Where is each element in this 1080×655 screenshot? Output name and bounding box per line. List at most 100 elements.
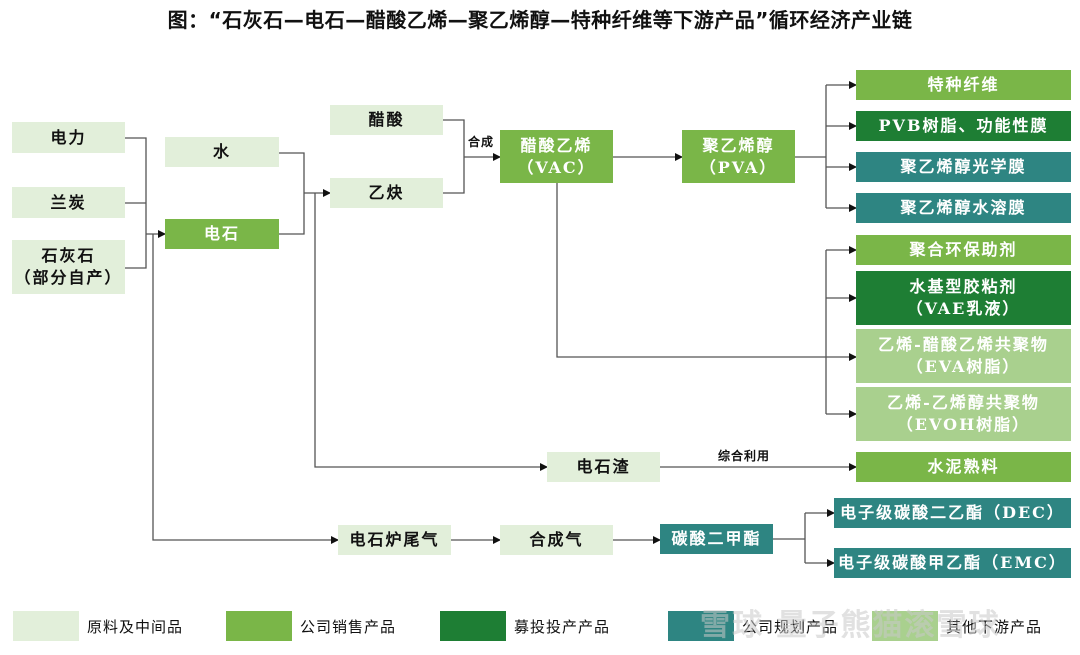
node-water[interactable]: 水 [165, 137, 279, 167]
node-cement-clinker[interactable]: 水泥熟料 [856, 452, 1071, 482]
node-syngas[interactable]: 合成气 [500, 525, 613, 555]
legend-label-raw: 原料及中间品 [87, 617, 184, 636]
node-label-line: 电子级碳酸二乙酯（DEC） [840, 503, 1065, 522]
node-label-line: 乙烯-乙烯醇共聚物 [887, 393, 1040, 412]
node-label-line: 电石 [203, 224, 240, 243]
node-vae[interactable]: 水基型胶粘剂 （VAE乳液） [856, 271, 1071, 325]
node-acetylene[interactable]: 乙炔 [330, 178, 443, 208]
node-label-line: PVB树脂、功能性膜 [878, 116, 1049, 135]
edge-power-to-hub [125, 137, 147, 234]
node-calcium-carbide[interactable]: 电石 [165, 219, 279, 249]
edge-carbide-to-slag [314, 193, 548, 471]
node-label: 水 [213, 141, 231, 163]
node-semi-coke[interactable]: 兰炭 [12, 187, 125, 218]
legend-item-raw: 原料及中间品 [13, 611, 183, 641]
edge-water-to-hub [279, 152, 305, 235]
node-vac[interactable]: 醋酸乙烯（VAC） [500, 130, 613, 183]
node-label-line: 乙炔 [368, 183, 405, 202]
node-label-line: （部分自产） [14, 268, 123, 287]
node-furnace-tail-gas[interactable]: 电石炉尾气 [338, 525, 451, 555]
node-label-line: （EVOH树脂） [896, 415, 1031, 434]
legend-swatch-plan [668, 611, 734, 641]
node-label: 碳酸二甲酯 [671, 528, 761, 550]
node-limestone[interactable]: 石灰石 （部分自产） [12, 240, 125, 294]
node-label-line: 聚乙烯醇光学膜 [900, 157, 1027, 176]
legend-label-sale: 公司销售产品 [300, 617, 397, 636]
node-label: 兰炭 [50, 192, 86, 214]
node-label-line: 电力 [50, 127, 87, 147]
legend-swatch-sale [226, 611, 292, 641]
edge-vac-bus [556, 183, 827, 414]
node-label: 合成气 [529, 529, 583, 551]
node-label: 水泥熟料 [927, 456, 999, 478]
node-label: 电子级碳酸二乙酯（DEC） [840, 502, 1065, 524]
node-label-line: 聚乙烯醇水溶膜 [900, 198, 1027, 217]
node-power[interactable]: 电力 [12, 122, 125, 153]
node-label-line: 水 [212, 142, 231, 161]
node-label: 聚乙烯醇水溶膜 [900, 197, 1026, 219]
legend-item-fund: 募投投产产品 [440, 611, 610, 641]
node-label: 聚乙烯醇（PVA） [700, 135, 778, 179]
node-dmc[interactable]: 碳酸二甲酯 [660, 524, 773, 554]
node-label: 电石炉尾气 [349, 529, 439, 551]
node-pva-optical-film[interactable]: 聚乙烯醇光学膜 [856, 152, 1071, 182]
node-label-line: 石灰石 [41, 246, 96, 265]
node-label-line: 电石炉尾气 [349, 530, 440, 549]
node-label: 醋酸乙烯（VAC） [517, 135, 595, 179]
node-label: 醋酸 [368, 109, 404, 131]
node-label: 电石 [204, 223, 240, 245]
legend-swatch-fund [440, 611, 506, 641]
node-label-line: 聚乙烯醇 [702, 135, 775, 155]
edge-label-synthesis: 合成 [468, 135, 495, 149]
legend-label-plan: 公司规划产品 [742, 617, 839, 636]
node-label-line: 醋酸乙烯 [520, 135, 593, 155]
node-label-line: （VAC） [517, 157, 596, 177]
edge-label-comprehensive-use: 综合利用 [718, 449, 771, 463]
node-pvb[interactable]: PVB树脂、功能性膜 [856, 111, 1071, 141]
node-pva[interactable]: 聚乙烯醇（PVA） [682, 130, 795, 183]
node-label-line: 乙烯-醋酸乙烯共聚物 [878, 335, 1049, 354]
node-emc[interactable]: 电子级碳酸甲乙酯（EMC） [834, 548, 1071, 578]
node-label: 乙炔 [368, 182, 404, 204]
node-polymer-additive[interactable]: 聚合环保助剂 [856, 235, 1071, 265]
legend-item-sale: 公司销售产品 [226, 611, 396, 641]
legend-item-other: 其他下游产品 [872, 611, 1042, 641]
node-label: 乙烯-乙烯醇共聚物 （EVOH树脂） [887, 392, 1040, 436]
node-dec[interactable]: 电子级碳酸二乙酯（DEC） [834, 498, 1071, 528]
node-eva[interactable]: 乙烯-醋酸乙烯共聚物 （EVA树脂） [856, 329, 1071, 383]
node-label-line: 合成气 [529, 530, 584, 549]
edge-carbide-to-tailgas [152, 234, 339, 544]
node-label: 电石渣 [576, 456, 630, 478]
node-label: 特种纤维 [927, 74, 999, 96]
legend-label-fund: 募投投产产品 [514, 617, 611, 636]
node-label: 电子级碳酸甲乙酯（EMC） [838, 552, 1067, 574]
node-evoh[interactable]: 乙烯-乙烯醇共聚物 （EVOH树脂） [856, 387, 1071, 441]
edge-pva-bus [795, 85, 827, 208]
edge-limestone-to-hub [125, 234, 147, 269]
node-label: 聚乙烯醇光学膜 [900, 156, 1026, 178]
node-special-fiber[interactable]: 特种纤维 [856, 70, 1071, 100]
node-pva-water-soluble-film[interactable]: 聚乙烯醇水溶膜 [856, 193, 1071, 223]
edge-dmc-bus [773, 513, 806, 563]
node-label-line: （EVA树脂） [906, 357, 1021, 376]
legend: 原料及中间品 公司销售产品 募投投产产品 公司规划产品 其他下游产品 [0, 611, 1080, 641]
node-label-line: 水泥熟料 [927, 457, 1000, 476]
legend-item-plan: 公司规划产品 [668, 611, 838, 641]
node-label-line: 电子级碳酸甲乙酯（EMC） [838, 553, 1067, 572]
node-label-line: 电石渣 [576, 457, 631, 476]
node-label-line: 兰炭 [50, 192, 87, 212]
node-label-line: （PVA） [699, 157, 778, 177]
node-label: 电力 [50, 127, 86, 149]
node-carbide-slag[interactable]: 电石渣 [547, 452, 660, 482]
node-label-line: 水基型胶粘剂 [909, 277, 1018, 296]
node-label: PVB树脂、功能性膜 [879, 115, 1049, 137]
node-label: 水基型胶粘剂 （VAE乳液） [907, 276, 1021, 320]
node-label: 石灰石 （部分自产） [14, 245, 122, 289]
node-label: 聚合环保助剂 [909, 239, 1017, 261]
node-acetic-acid[interactable]: 醋酸 [330, 105, 443, 135]
legend-swatch-other [872, 611, 938, 641]
node-label-line: 聚合环保助剂 [909, 240, 1018, 259]
node-label-line: （VAE乳液） [906, 299, 1021, 318]
node-label-line: 醋酸 [368, 110, 405, 129]
